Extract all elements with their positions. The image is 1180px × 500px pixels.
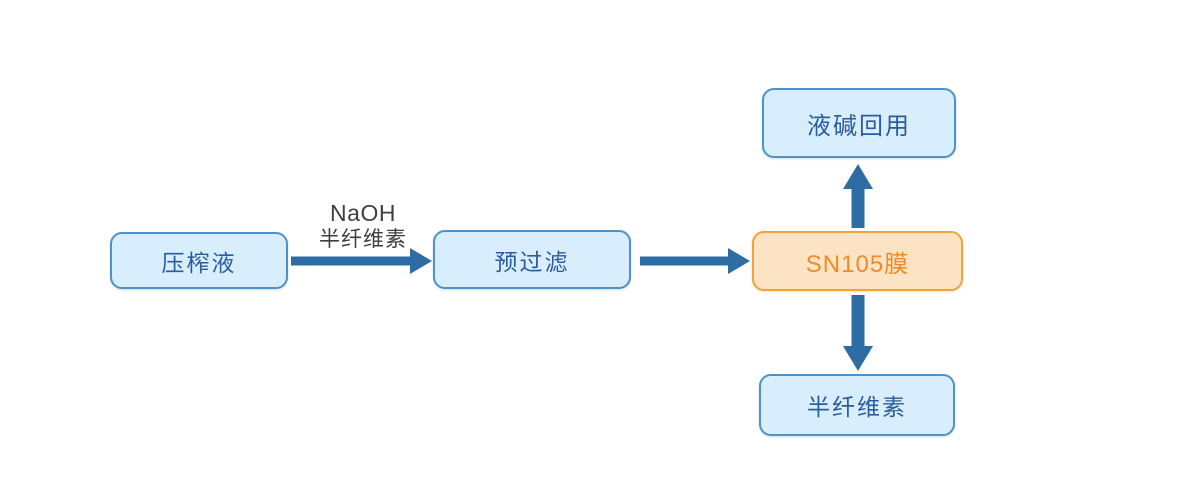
arrow-prefilter-to-membrane-icon — [640, 248, 750, 274]
arrow-head — [843, 346, 873, 371]
node-alkali-reuse-label: 液碱回用 — [807, 112, 911, 140]
arrow-shaft — [291, 256, 412, 266]
node-hemicellulose-product[interactable]: 半纤维素 — [759, 374, 955, 436]
arrow-head — [843, 164, 873, 189]
node-press-liquid-label: 压榨液 — [161, 249, 237, 276]
node-sn105-membrane-label: SN105膜 — [805, 250, 910, 278]
edge-label-line-naoh: NaOH — [330, 200, 396, 226]
node-prefilter-label: 预过滤 — [494, 248, 570, 275]
arrow-shaft — [851, 188, 865, 228]
edge-label-line-hemicellulose: 半纤维素 — [319, 228, 407, 252]
node-sn105-membrane[interactable]: SN105膜 — [752, 231, 963, 291]
node-alkali-reuse[interactable]: 液碱回用 — [762, 88, 956, 158]
edge-label-naoh-hemicellulose: NaOH 半纤维素 — [288, 199, 438, 253]
node-prefilter[interactable]: 预过滤 — [433, 230, 631, 289]
arrow-membrane-to-hemicellulose-icon — [843, 295, 873, 371]
arrow-head — [728, 248, 750, 274]
node-hemicellulose-product-label: 半纤维素 — [807, 394, 907, 420]
arrow-membrane-to-alkali-reuse-icon — [843, 164, 873, 228]
node-press-liquid[interactable]: 压榨液 — [110, 232, 288, 289]
arrow-shaft — [851, 295, 865, 347]
arrow-shaft — [640, 256, 730, 266]
